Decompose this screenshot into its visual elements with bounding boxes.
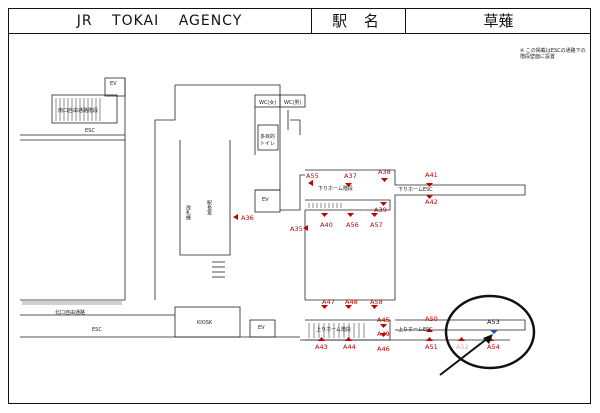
esc-bottom-label: ESC [92, 327, 102, 333]
code-a58: A58 [370, 298, 383, 306]
kiosk-label: KIOSK [197, 320, 213, 326]
code-a35: A35 [290, 225, 303, 233]
code-a51: A51 [425, 343, 438, 351]
north-passage-label: 北口自由通路 [55, 310, 86, 316]
code-a47: A47 [322, 298, 335, 306]
code-a52: A52 [456, 343, 469, 351]
placement-note: ※ この掲載はESCの通路下の階段壁面に設置 [520, 48, 586, 60]
code-a50: A50 [425, 315, 438, 323]
south-stairs-label: 南口自由通路階段 [58, 108, 99, 114]
ticket-gate-label: 改札機 [185, 205, 191, 220]
station-office-label: 駅長室 [206, 200, 212, 215]
code-a36: A36 [241, 214, 254, 222]
south-stairs-block [51, 94, 118, 124]
ev-bottom-label: EV [258, 325, 265, 331]
up-stairs-label: 上りホーム階段 [316, 327, 351, 333]
code-a46: A46 [377, 345, 390, 353]
code-a37: A37 [344, 172, 357, 180]
arrowhead-icon [483, 334, 493, 344]
highlight-marker [490, 330, 498, 334]
wc-male-label: WC(女) [259, 100, 277, 106]
multi-toilet-label: 多目的トイレ [260, 134, 276, 147]
station-name: 草薙 [406, 8, 591, 34]
agency-title: JR TOKAI AGENCY [8, 8, 312, 34]
map-frame [8, 8, 591, 404]
highlight-circle [444, 294, 536, 370]
wc-female-label: WC(男) [284, 100, 302, 106]
ev-top-label: EV [110, 81, 117, 87]
ev-mid-label: EV [262, 197, 269, 203]
code-a55: A55 [306, 172, 319, 180]
code-a39: A39 [374, 206, 387, 214]
code-a54: A54 [487, 343, 500, 351]
code-a57: A57 [370, 221, 383, 229]
code-a38: A38 [378, 168, 391, 176]
code-a56: A56 [346, 221, 359, 229]
code-a41: A41 [425, 171, 438, 179]
down-esc-label: 下りホームESC [398, 187, 433, 193]
code-a49: A49 [377, 330, 390, 338]
down-stairs-label: 下りホーム階段 [318, 186, 353, 192]
code-a48: A48 [345, 298, 358, 306]
code-a53-highlight: A53 [487, 318, 500, 326]
code-a45: A45 [377, 316, 390, 324]
esc-top-label: ESC [85, 128, 95, 134]
highlight-arrow [439, 337, 489, 376]
up-esc-label: 上りホームESC [398, 327, 433, 333]
code-a44: A44 [343, 343, 356, 351]
code-a43: A43 [315, 343, 328, 351]
code-a42: A42 [425, 198, 438, 206]
station-label: 駅 名 [312, 8, 406, 34]
code-a40: A40 [320, 221, 333, 229]
